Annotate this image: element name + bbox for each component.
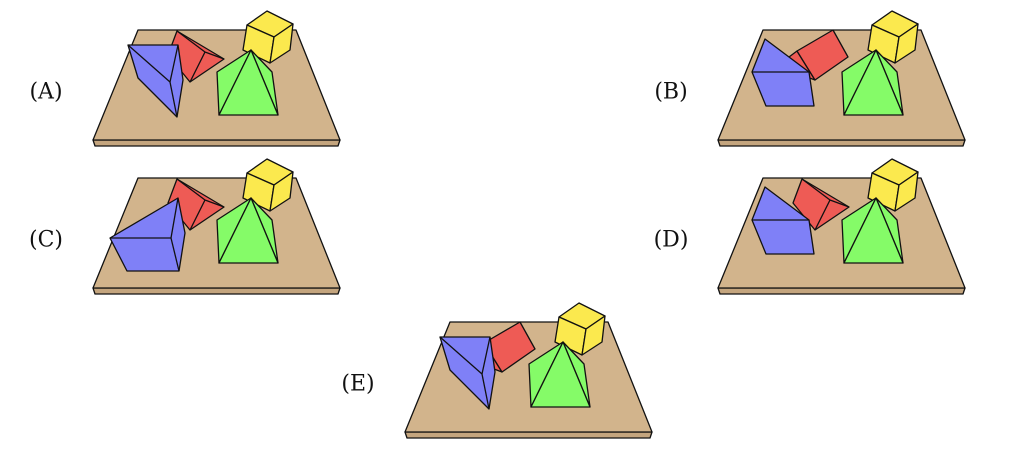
blue-tetrahedron <box>127 44 184 118</box>
scene-d <box>717 158 966 295</box>
label-b: (B) <box>654 79 688 105</box>
red-box-face <box>796 29 849 81</box>
red-box-face <box>483 321 536 373</box>
red-wedge-edge <box>176 30 206 53</box>
green-pyramid-front <box>843 49 904 116</box>
red-wedge-edge <box>829 199 850 208</box>
blue-edge <box>127 44 171 83</box>
table-top <box>717 177 966 289</box>
yellow-cube-right <box>269 23 294 64</box>
label-c: (C) <box>29 227 63 253</box>
blue-edge <box>170 197 179 239</box>
blue-edge <box>170 237 180 272</box>
red-wedge-edge <box>204 51 225 60</box>
red-wedge-edge <box>189 51 206 83</box>
yellow-cube-right <box>581 315 606 356</box>
scene-c <box>92 158 341 295</box>
table-side <box>717 287 966 295</box>
label-a: (A) <box>29 79 63 105</box>
table-side <box>92 139 341 147</box>
scene-a <box>92 10 341 147</box>
red-wedge-edge <box>801 178 831 201</box>
yellow-cube-right <box>894 171 919 212</box>
scene-b <box>717 10 966 147</box>
red-wedge-edge <box>814 199 831 231</box>
red-wedge-edge <box>176 178 206 201</box>
green-pyramid-front <box>843 197 904 264</box>
blue-edge <box>169 44 179 83</box>
table-side <box>717 139 966 147</box>
blue-edge <box>481 373 490 410</box>
table-side <box>404 431 653 439</box>
blue-edge <box>439 336 483 375</box>
label-e: (E) <box>341 371 375 397</box>
green-pyramid-front <box>218 49 279 116</box>
table-side <box>92 287 341 295</box>
green-pyramid-front <box>530 341 591 408</box>
red-wedge-edge <box>189 199 206 231</box>
yellow-cube-right <box>269 171 294 212</box>
green-pyramid-front <box>218 197 279 264</box>
red-wedge-edge <box>204 199 225 208</box>
yellow-cube-right <box>894 23 919 64</box>
label-d: (D) <box>653 227 689 253</box>
blue-tetrahedron <box>439 336 496 410</box>
scene-e <box>404 302 653 439</box>
blue-prism <box>109 197 186 272</box>
blue-edge <box>481 336 491 375</box>
blue-edge <box>169 81 178 118</box>
